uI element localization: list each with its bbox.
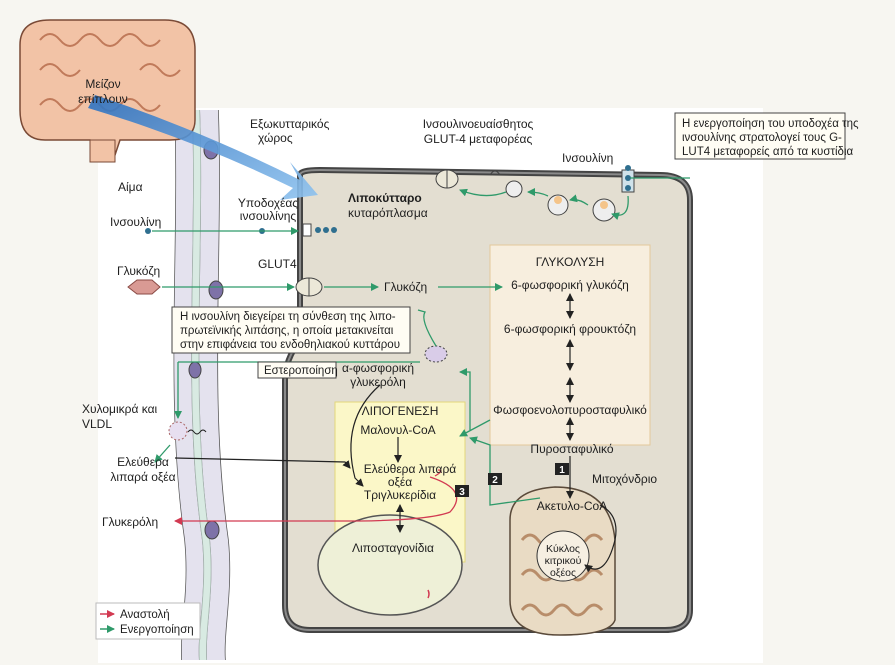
insulin-receptor-left — [302, 223, 337, 237]
intestine-label-1: Μείζον — [85, 77, 120, 91]
step-marker-2 — [488, 473, 502, 485]
glucose-molecule — [127, 279, 161, 295]
lipase-note-line-2: πρωτεϊνικής λιπάσης, η οποία μετακινείτα… — [180, 325, 394, 337]
legend-activation-label: Ενεργοποίηση — [120, 624, 194, 636]
malonyl-label: Μαλονυλ-CoA — [360, 423, 435, 437]
chylo-label-2: VLDL — [82, 417, 112, 431]
legend-inhibition-label: Αναστολή — [120, 609, 170, 621]
activation-note-line-2: ινσουλίνης στρατολογεί τους G- — [682, 132, 842, 144]
esterification-label: Εστεροποίηση — [264, 365, 338, 377]
ffa-outer-label-2: λιπαρά οξέα — [110, 470, 175, 484]
lipogenesis-title: ΛΙΠΟΓΕΝΕΣΗ — [362, 404, 439, 418]
ffa-inner-label-2: οξέα — [388, 475, 412, 489]
lipase-note-line-1: Η ινσουλίνη διεγείρει τη σύνθεση της λιπ… — [180, 311, 396, 323]
lpl-vesicle — [424, 345, 448, 363]
esterification-box — [257, 361, 337, 379]
g6p-label: 6-φωσφορική γλυκόζη — [511, 278, 629, 292]
insulin-left-label: Ινσουλίνη — [110, 215, 161, 229]
ffa-inner-label-1: Ελεύθερα λιπαρά — [364, 462, 457, 476]
mitochondrion-label: Μιτοχόνδριο — [592, 472, 657, 486]
endothelium — [173, 109, 231, 661]
mitochondrion — [509, 486, 616, 636]
glucose-right-label: Γλυκόζη — [384, 280, 427, 294]
chylomicron — [168, 421, 207, 441]
lipase-note-line-3: στην επιφάνεια του ενδοθηλιακού κυττάρου — [180, 339, 400, 351]
insulin-top-label: Ινσουλίνη — [562, 151, 613, 165]
activation-note-line-3: LUT4 μεταφορείς από τα κυστίδια — [682, 146, 853, 158]
pyruvate-label: Πυροσταφυλικό — [530, 442, 614, 456]
step-3-label: 3 — [459, 487, 465, 498]
ffa-outer-label-1: Ελεύθερα — [117, 455, 169, 469]
step-marker-1 — [555, 463, 569, 475]
glycerol-label: Γλυκερόλη — [102, 515, 158, 529]
blood-label: Αίμα — [118, 180, 143, 194]
glut4-vesicles — [489, 170, 616, 222]
lipid-droplet — [317, 514, 463, 616]
glucose-left-label: Γλυκόζη — [117, 264, 160, 278]
lipid-droplet-label: Λιποσταγονίδια — [352, 541, 434, 555]
extracellular-label-1: Εξωκυτταρικός — [250, 117, 330, 131]
cytoplasm-label: κυταρόπλασμα — [348, 206, 428, 220]
insulin-receptor-top — [621, 165, 635, 193]
acetyl-coa-label: Ακετυλο-CoA — [537, 499, 608, 513]
big-blue-arrow — [88, 95, 318, 200]
glycerol3p-label-1: α-φωσφορική — [342, 361, 414, 375]
pathway-arrows — [174, 293, 617, 573]
receptor-label-1: Υποδοχέας — [238, 196, 298, 210]
extracellular-label-2: χώρος — [258, 131, 293, 145]
glut4-sensitive-label-2: GLUT-4 μεταφορέας — [424, 132, 533, 146]
glut4-label: GLUT4 — [258, 257, 297, 271]
triglycerides-label: Τριγλυκερίδια — [364, 488, 436, 502]
chylo-label-1: Χυλομικρά και — [82, 402, 158, 416]
lipase-note-box — [171, 306, 411, 354]
pep-label: Φωσφοενολοπυροσταφυλικό — [493, 403, 647, 417]
step-2-label: 2 — [492, 475, 498, 486]
glycerol3p-label-2: γλυκερόλη — [350, 375, 406, 389]
glycolysis-title: ΓΛΥΚΟΛΥΣΗ — [536, 255, 605, 269]
legend — [95, 602, 201, 640]
intestine-illustration — [19, 19, 196, 163]
activation-note-box — [674, 112, 846, 160]
activation-note-line-1: Η ενεργοποίηση του υποδοχέα της — [682, 118, 859, 130]
adipocyte-label: Λιποκύτταρο — [348, 191, 422, 205]
krebs-label-1: Κύκλος — [546, 543, 580, 555]
krebs-label-3: οξέος — [550, 567, 576, 579]
step-marker-3 — [455, 485, 469, 497]
step-1-label: 1 — [559, 465, 565, 476]
receptor-label-2: ινσουλίνης — [240, 209, 297, 223]
insulin-molecule — [145, 228, 151, 234]
intestine-label-2: επίπλουν — [78, 92, 128, 106]
glut4-sensitive-label-1: Ινσουλινοευαίσθητος — [423, 117, 534, 131]
krebs-label-2: κιτρικού — [545, 555, 582, 567]
inhibition-arrows — [174, 469, 458, 525]
f6p-label: 6-φωσφορική φρουκτόζη — [504, 322, 636, 336]
